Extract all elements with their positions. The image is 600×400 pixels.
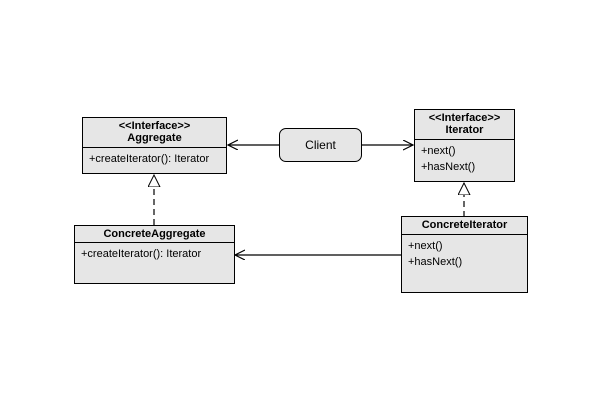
- iterator-method-hasnext: +hasNext(): [421, 161, 476, 173]
- aggregate-stereotype: <<Interface>>: [118, 120, 191, 132]
- concrete-iterator-box: ConcreteIterator +next() +hasNext(): [401, 216, 528, 293]
- iterator-name: Iterator: [445, 124, 484, 136]
- iterator-stereotype: <<Interface>>: [428, 112, 501, 124]
- concrete-aggregate-methods: +createIterator(): Iterator: [75, 243, 234, 265]
- concrete-aggregate-name: ConcreteAggregate: [103, 228, 206, 240]
- aggregate-interface-box: <<Interface>> Aggregate +createIterator(…: [82, 117, 227, 174]
- client-node: Client: [279, 128, 362, 162]
- iterator-methods: +next() +hasNext(): [415, 140, 514, 178]
- aggregate-method: +createIterator(): Iterator: [89, 153, 210, 165]
- iterator-header: <<Interface>> Iterator: [415, 110, 514, 140]
- aggregate-name: Aggregate: [127, 132, 182, 144]
- client-label: Client: [305, 138, 336, 152]
- concrete-aggregate-method: +createIterator(): Iterator: [81, 248, 202, 260]
- concrete-iterator-method-hasnext: +hasNext(): [408, 256, 463, 268]
- iterator-method-next: +next(): [421, 145, 456, 157]
- concrete-aggregate-box: ConcreteAggregate +createIterator(): Ite…: [74, 225, 235, 284]
- concrete-aggregate-header: ConcreteAggregate: [75, 226, 234, 243]
- concrete-iterator-header: ConcreteIterator: [402, 217, 527, 235]
- aggregate-methods: +createIterator(): Iterator: [83, 148, 226, 170]
- concrete-iterator-name: ConcreteIterator: [421, 219, 508, 231]
- concrete-iterator-methods: +next() +hasNext(): [402, 235, 527, 273]
- concrete-iterator-method-next: +next(): [408, 240, 443, 252]
- iterator-interface-box: <<Interface>> Iterator +next() +hasNext(…: [414, 109, 515, 182]
- aggregate-header: <<Interface>> Aggregate: [83, 118, 226, 148]
